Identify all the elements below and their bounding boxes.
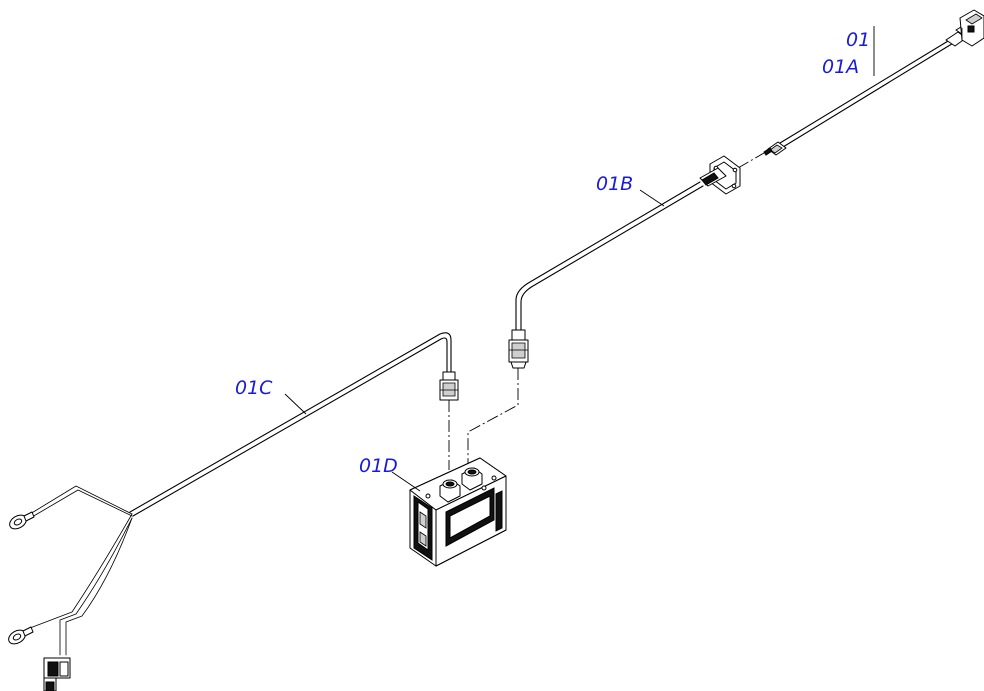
callout-01b: 01B [596,173,633,195]
leader-01c [284,393,307,415]
cable-01c [129,332,452,517]
cable-01b [515,181,704,331]
breakout-branches [29,485,133,656]
connection-line-01b-01a [737,152,765,169]
connector-01c-end [439,371,459,401]
callout-01a: 01A [822,56,859,78]
callout-01: 01 [846,29,870,51]
callout-01c: 01C [235,377,273,399]
inline-connector [763,141,787,156]
leader-01b [639,189,665,207]
connection-line-01b-01d [467,368,519,468]
callout-01d: 01D [359,455,398,477]
ring-terminal-upper [9,511,35,530]
connector-01b-end [508,329,529,369]
connector-top-right [945,9,984,47]
ring-terminal-lower [8,626,34,645]
leader-01d [391,471,421,492]
module-01d [409,457,507,567]
cable-01a [779,37,956,148]
fuse-connector [43,657,71,691]
bulkhead-flange [699,155,741,195]
